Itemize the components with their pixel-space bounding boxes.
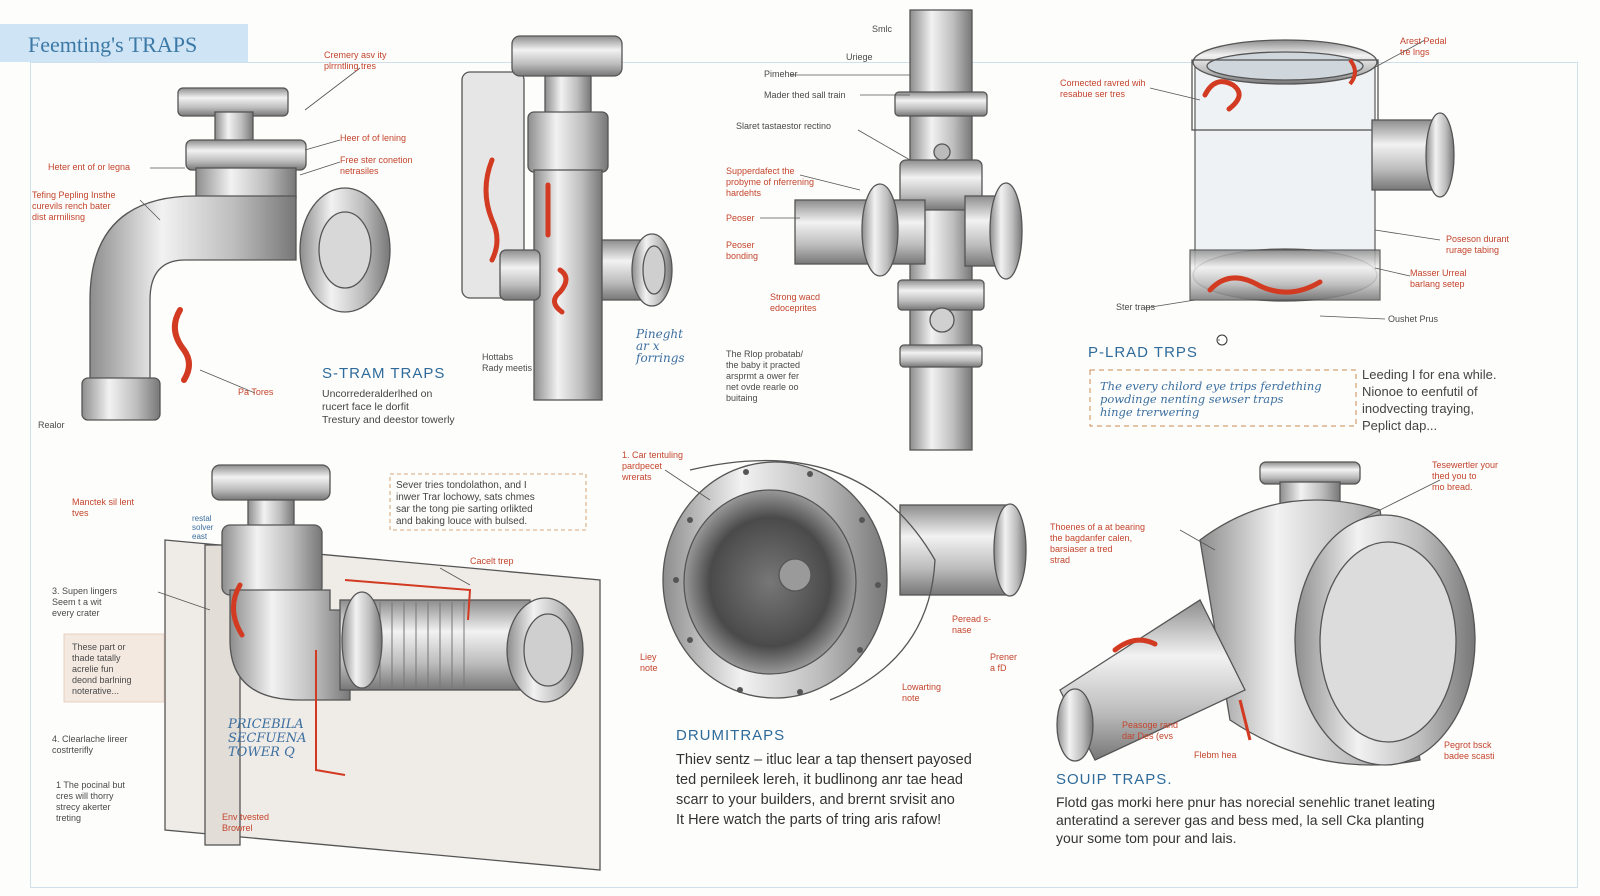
p-lrad-handwritten-note: The every chilord eye trips ferdething p… bbox=[1100, 379, 1322, 419]
box-trap-drawing bbox=[164, 464, 601, 871]
handwritten-note: Pineght ar x forrings bbox=[636, 327, 685, 365]
s-tram-section-body: Uncorrederalderlhed on rucert face le do… bbox=[322, 388, 455, 426]
cross-fitting-drawing bbox=[794, 9, 1023, 451]
beige-note-box bbox=[63, 633, 165, 703]
annotation: Free ster conetion netrasiles bbox=[340, 155, 413, 176]
s-tram-trap-drawing bbox=[81, 87, 391, 421]
annotation: 3. Supen lingers Seem t a wit every crat… bbox=[52, 586, 118, 618]
annotation: Smlc bbox=[872, 24, 892, 34]
annotation: Realor bbox=[38, 420, 65, 430]
annotation: Thoenes of a at bearing the bagdanfer ca… bbox=[1050, 522, 1146, 565]
annotation: Prener a fD bbox=[990, 652, 1018, 673]
annotation: Ster traps bbox=[1116, 302, 1156, 312]
page-title: Feemting's TRAPS bbox=[28, 32, 198, 57]
annotation: Peasoge rand dar Des (evs bbox=[1122, 720, 1179, 741]
illustration-frame bbox=[30, 62, 1578, 888]
annotation: Heer of of lening bbox=[340, 133, 407, 143]
annotation: The Rlop probatab/ the baby it practed a… bbox=[726, 349, 804, 403]
annotation: 1 The pocinal but cres will thorry strec… bbox=[56, 780, 125, 823]
orange-note-box bbox=[389, 473, 587, 531]
annotation: Peread s- nase bbox=[952, 614, 992, 635]
soup-section-title: SOUIP TRAPS. bbox=[1056, 771, 1173, 788]
annotation: Tefing Pepling Insthe curevils rench bat… bbox=[32, 190, 116, 222]
annotation: restal solver east bbox=[192, 514, 214, 541]
annotation: Pa Tores bbox=[238, 387, 274, 397]
annotation: Pimeher bbox=[764, 69, 798, 79]
wall-trap-drawing bbox=[461, 35, 673, 401]
clear-cylinder-trap-drawing bbox=[1189, 39, 1455, 302]
annotation: Poseson durant rurage tabing bbox=[1446, 234, 1510, 255]
annotation: Supperdafect the probyme of nferrening h… bbox=[726, 166, 815, 198]
annotation: Cornected ravred wih resabue ser tres bbox=[1060, 78, 1146, 99]
annotation: 4. Clearlache lireer costrterifly bbox=[52, 734, 128, 755]
title-band: Feemting's TRAPS bbox=[0, 24, 248, 62]
drum-section-title: DRUMITRAPS bbox=[676, 727, 786, 744]
annotation: Oushet Prus bbox=[1388, 314, 1439, 324]
annotation: Manctek sil lent tves bbox=[72, 497, 135, 518]
annotation: These part or thade tatally acrelie fun … bbox=[72, 642, 132, 696]
leader-lines bbox=[139, 39, 1441, 611]
annotation: Uriege bbox=[846, 52, 873, 62]
annotation: Heter ent of or legna bbox=[48, 162, 131, 172]
annotation: Masser Urreal barlang setep bbox=[1410, 268, 1467, 289]
p-lrad-section-title: P-LRAD TRPS bbox=[1088, 344, 1198, 361]
drum-trap-drawing bbox=[662, 459, 1027, 701]
soup-trap-drawing bbox=[1056, 461, 1476, 766]
annotation: Flebm hea bbox=[1194, 750, 1237, 760]
annotation: Mader thed sall train bbox=[764, 90, 846, 100]
annotation: Slaret tastaestor rectino bbox=[736, 121, 832, 131]
annotation: Tesewertler your thed you to mo bread. bbox=[1432, 460, 1499, 492]
annotation: Env tvested Browrel bbox=[222, 812, 270, 833]
annotation: Cremery asv ity plrrntling tres bbox=[324, 50, 387, 71]
annotation: Pegrot bsck badee scasti bbox=[1444, 740, 1495, 761]
annotation: Hottabs Rady meetis bbox=[482, 352, 533, 373]
annotation: Strong wacd edoceprites bbox=[770, 292, 821, 313]
annotation: 1. Car tentuling pardpecet wrerats bbox=[622, 450, 684, 482]
annotation: Lowarting note bbox=[902, 682, 942, 703]
annotation: Peoser bonding bbox=[726, 240, 759, 261]
note-dashed-box bbox=[1089, 369, 1357, 427]
annotation: Arest Pedal tre lngs bbox=[1400, 36, 1447, 57]
annotation: Sever tries tondolathon, and I inwer Tra… bbox=[396, 480, 535, 527]
soup-section-body: Flotd gas morki here pnur has norecial s… bbox=[1056, 794, 1435, 846]
annotation: Liey note bbox=[640, 652, 658, 673]
handwritten-label: PRICEBILA SECFUENA TOWER Q bbox=[228, 717, 307, 760]
p-lrad-section-body: Leeding I for ena while. Nionoe to eenfu… bbox=[1362, 367, 1497, 433]
drum-section-body: Thiev sentz – itluc lear a tap thensert … bbox=[676, 752, 972, 828]
annotation: Cacelt trep bbox=[470, 556, 514, 566]
s-tram-section-title: S-TRAM TRAPS bbox=[322, 365, 446, 382]
annotation: Peoser bbox=[726, 213, 755, 223]
